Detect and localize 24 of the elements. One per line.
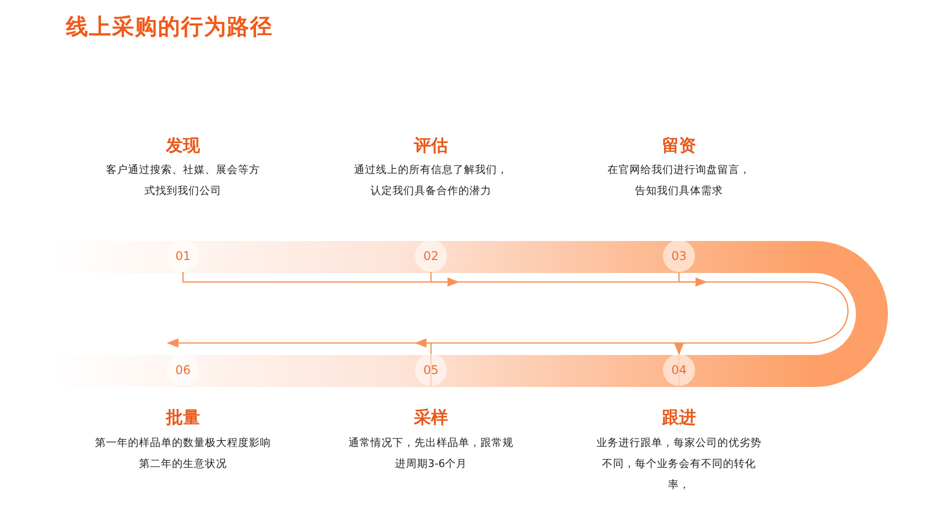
step-heading: 批量: [164, 407, 201, 429]
step-heading: 评估: [412, 135, 449, 157]
arrow: [166, 338, 432, 386]
arrow: [414, 338, 680, 386]
title: 线上采购的行为路径: [66, 14, 273, 42]
step-number-circle: 05: [415, 354, 447, 386]
step-heading: 采样: [413, 407, 449, 429]
step-description: 业务进行跟单，每家公司的优劣势不同，每个业务会有不同的转化率，: [596, 436, 762, 493]
step-description: 通常情况下，先出样品单，跟常规进周期3-6个月: [348, 436, 514, 472]
step-description: 通过线上的所有信息了解我们，认定我们具备合作的潜力: [353, 163, 509, 199]
arrow: [430, 272, 708, 287]
step-description: 客户通过搜索、社媒、展会等方式找到我们公司: [105, 163, 261, 199]
step-description: 第一年的样品单的数量极大程度影响第二年的生意状况: [94, 436, 272, 472]
arrow: [182, 272, 460, 287]
step-heading: 留资: [661, 135, 697, 157]
step-number-circle: 06: [167, 354, 199, 386]
step-number-circle: 03: [663, 240, 695, 272]
step-number-circle: 01: [167, 240, 199, 272]
step-heading: 跟进: [661, 407, 697, 429]
step-heading: 发现: [164, 135, 201, 157]
arrow: [674, 272, 849, 356]
step-number-circle: 02: [415, 240, 447, 272]
step-description: 在官网给我们进行询盘留言，告知我们具体需求: [606, 163, 752, 199]
step-number-circle: 04: [663, 354, 695, 386]
